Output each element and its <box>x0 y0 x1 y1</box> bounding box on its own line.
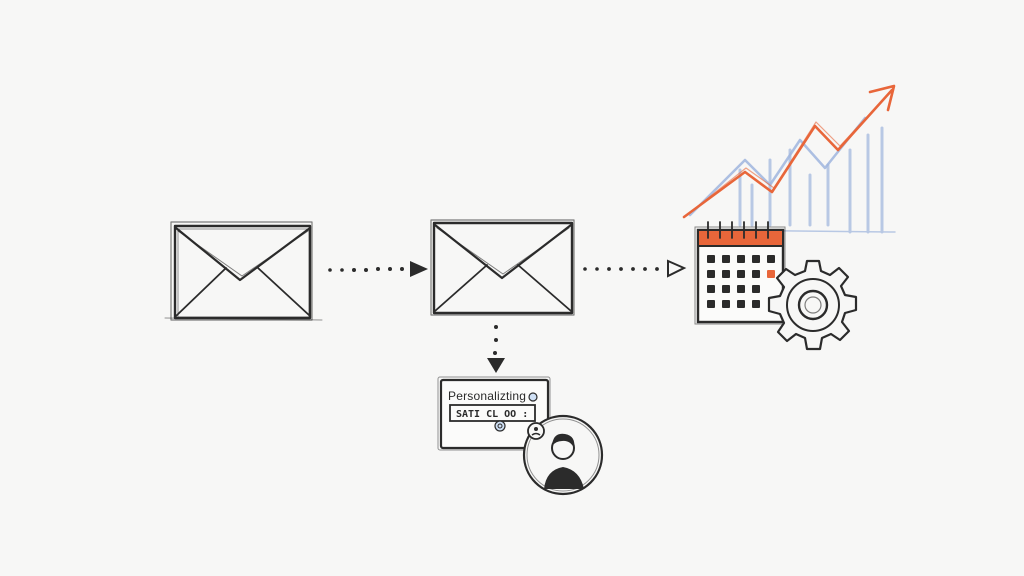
calendar-icon <box>694 221 786 325</box>
envelope-icon-start <box>164 221 323 321</box>
trend-line-blue <box>688 116 867 217</box>
gear-icon <box>767 259 858 351</box>
dotted-arrow-1 <box>328 261 428 277</box>
envelope-icon-middle <box>430 219 575 316</box>
trend-arrow-icon <box>682 84 896 219</box>
dotted-arrow-down <box>487 325 505 373</box>
avatar-icon <box>522 414 604 496</box>
card-field-text: SATI CL OO : <box>456 409 528 420</box>
card-title: Personalizting <box>448 389 526 403</box>
personalization-card: Personalizting SATI CL OO : <box>437 376 551 451</box>
dotted-arrow-2 <box>583 259 687 278</box>
